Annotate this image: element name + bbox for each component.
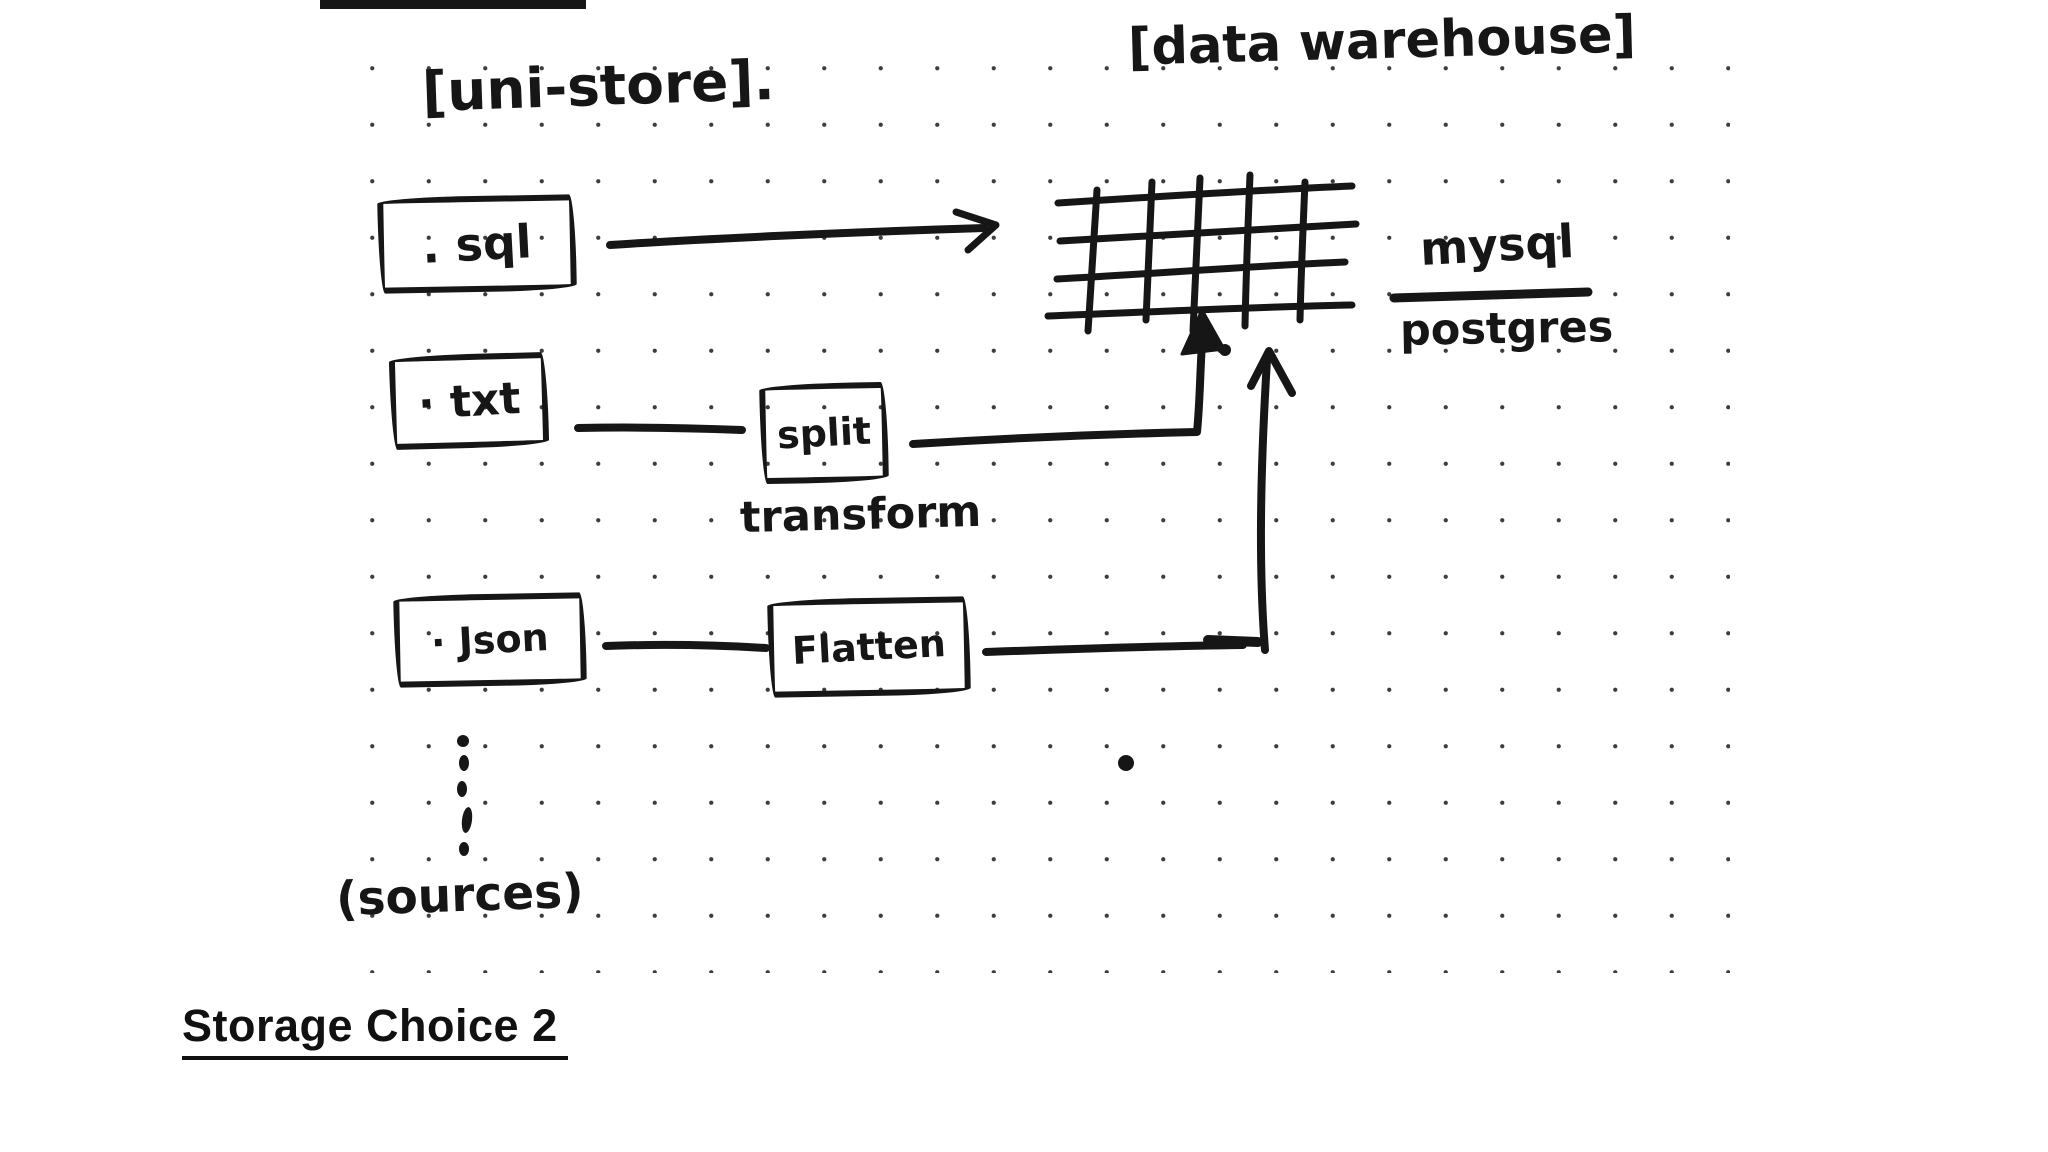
sources-caption: (sources) [335,863,585,928]
page-title: Storage Choice 2 [182,1000,568,1060]
dot-grid-background [330,28,1730,973]
engine-label-mysql: mysql [1418,214,1576,276]
source-box-json: · Json [393,592,587,688]
transform-box-flatten: Flatten [767,596,971,698]
uni-store-title: [uni-store]. [420,47,776,125]
arrow-sql-to-warehouse [606,208,1000,254]
source-box-txt-label: · txt [416,372,522,430]
connector-json-to-flatten [602,640,770,652]
mysql-postgres-divider [1389,287,1593,303]
transform-box-split-label: split [775,408,873,458]
engine-label-postgres: postgres [1399,302,1614,356]
table-grid-icon [1044,171,1360,335]
ink-dot-near-arrow [1219,344,1231,356]
vertical-ellipsis-dots [457,735,473,856]
transform-caption: transform [739,486,982,544]
source-box-sql-label: . sql [420,214,534,274]
transform-box-split: split [759,381,889,485]
ink-dot-lower [1118,755,1134,771]
arrow-flatten-to-warehouse [982,347,1296,656]
cropped-content-top [320,0,586,9]
arrow-split-to-warehouse [909,308,1226,448]
source-box-json-label: · Json [430,614,550,666]
connector-txt-to-split [574,423,746,434]
source-box-sql: . sql [377,194,577,294]
transform-box-flatten-label: Flatten [791,621,947,673]
source-box-txt: · txt [388,351,550,451]
